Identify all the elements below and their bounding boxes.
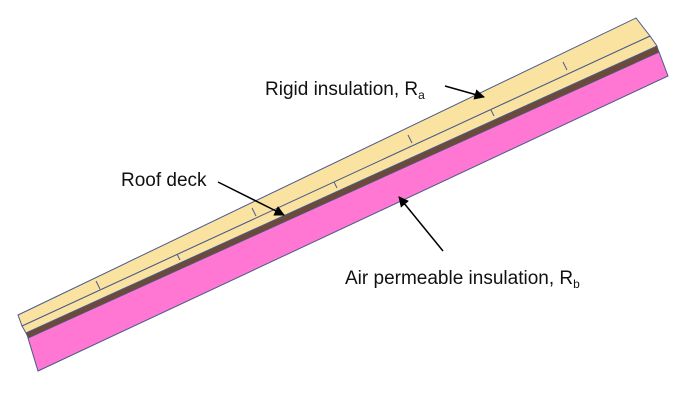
air-permeable-leader-arrow [398, 196, 444, 252]
rigid-insulation-joints-lower [176, 109, 495, 261]
rigid-insulation-leader-arrow [444, 85, 486, 100]
rigid-insulation-joints-upper [95, 61, 568, 290]
air-permeable-label-text: Air permeable insulation, R [345, 268, 574, 289]
air-permeable-insulation-label: Air permeable insulation, Rb [345, 268, 580, 291]
rigid-insulation-label: Rigid insulation, Ra [265, 79, 425, 102]
air-permeable-label-subscript: b [573, 277, 580, 291]
roof-deck-leader-arrow [217, 181, 285, 216]
roof-deck-label-text: Roof deck [121, 170, 207, 191]
rigid-insulation-upper-layer [17, 17, 651, 327]
rigid-insulation-label-subscript: a [418, 88, 425, 102]
rigid-insulation-label-text: Rigid insulation, R [265, 79, 419, 100]
roof-deck-label: Roof deck [121, 170, 207, 192]
